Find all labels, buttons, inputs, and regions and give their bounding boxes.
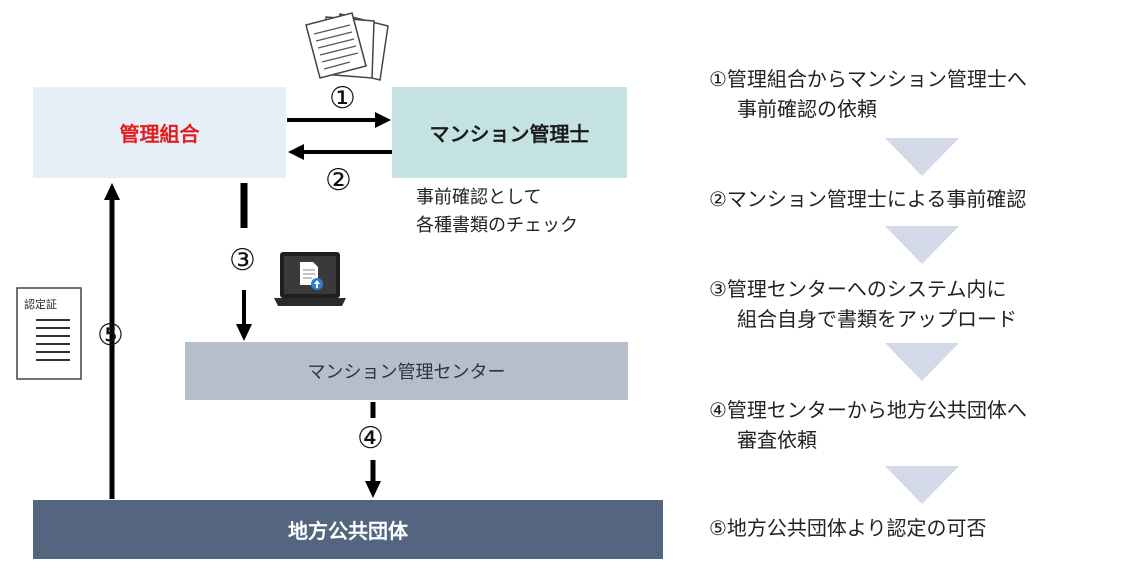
- marker-step5: ⑤: [97, 318, 124, 353]
- marker-step3: ③: [229, 243, 256, 278]
- kanri-kumiai-label: 管理組合: [119, 122, 200, 146]
- step-4: ④管理センターから地方公共団体へ 審査依頼: [709, 395, 1027, 455]
- arrow-step3: [236, 183, 252, 341]
- check-note-line2: 各種書類のチェック: [416, 215, 578, 236]
- marker-step4: ④: [357, 421, 384, 456]
- step-4-line2: 審査依頼: [737, 428, 817, 452]
- step-5-line1: ⑤地方公共団体より認定の可否: [709, 516, 987, 540]
- step-3-line2: 組合自身で書類をアップロード: [737, 307, 1017, 331]
- arrow-step5: [104, 183, 120, 499]
- step-1-line1: ①管理組合からマンション管理士へ: [709, 67, 1027, 91]
- mansion-kanrishi-box: マンション管理士: [392, 87, 627, 178]
- chihou-kokyo-dantai-label: 地方公共団体: [288, 519, 408, 543]
- arrow-step2: [288, 144, 392, 160]
- step-3-line1: ③管理センターへのシステム内に: [709, 277, 1007, 301]
- check-note-line1: 事前確認として: [416, 187, 542, 208]
- kanri-center-label: マンション管理センター: [307, 362, 506, 383]
- chevron-down-icon: [885, 138, 959, 504]
- marker-step1: ①: [329, 81, 356, 116]
- kanri-center-box: マンション管理センター: [185, 342, 628, 400]
- chihou-kokyo-dantai-box: 地方公共団体: [33, 500, 663, 559]
- step-2: ②マンション管理士による事前確認: [709, 184, 1026, 214]
- check-note: 事前確認として 各種書類のチェック: [416, 184, 578, 240]
- documents-icon: [305, 12, 389, 81]
- arrow-step4: [365, 402, 381, 498]
- arrow-step1: [287, 112, 391, 128]
- step-1: ①管理組合からマンション管理士へ 事前確認の依頼: [709, 64, 1027, 124]
- certificate-icon: [16, 287, 82, 380]
- kanri-kumiai-box: 管理組合: [33, 87, 286, 178]
- laptop-upload-icon: [274, 252, 346, 306]
- marker-step2: ②: [325, 163, 352, 198]
- step-5: ⑤地方公共団体より認定の可否: [709, 513, 987, 543]
- step-1-line2: 事前確認の依頼: [737, 97, 877, 121]
- mansion-kanrishi-label: マンション管理士: [429, 122, 590, 146]
- step-3: ③管理センターへのシステム内に 組合自身で書類をアップロード: [709, 274, 1017, 334]
- step-4-line1: ④管理センターから地方公共団体へ: [709, 398, 1027, 422]
- step-2-line1: ②マンション管理士による事前確認: [709, 187, 1027, 211]
- certificate-label: 認定証: [24, 298, 57, 311]
